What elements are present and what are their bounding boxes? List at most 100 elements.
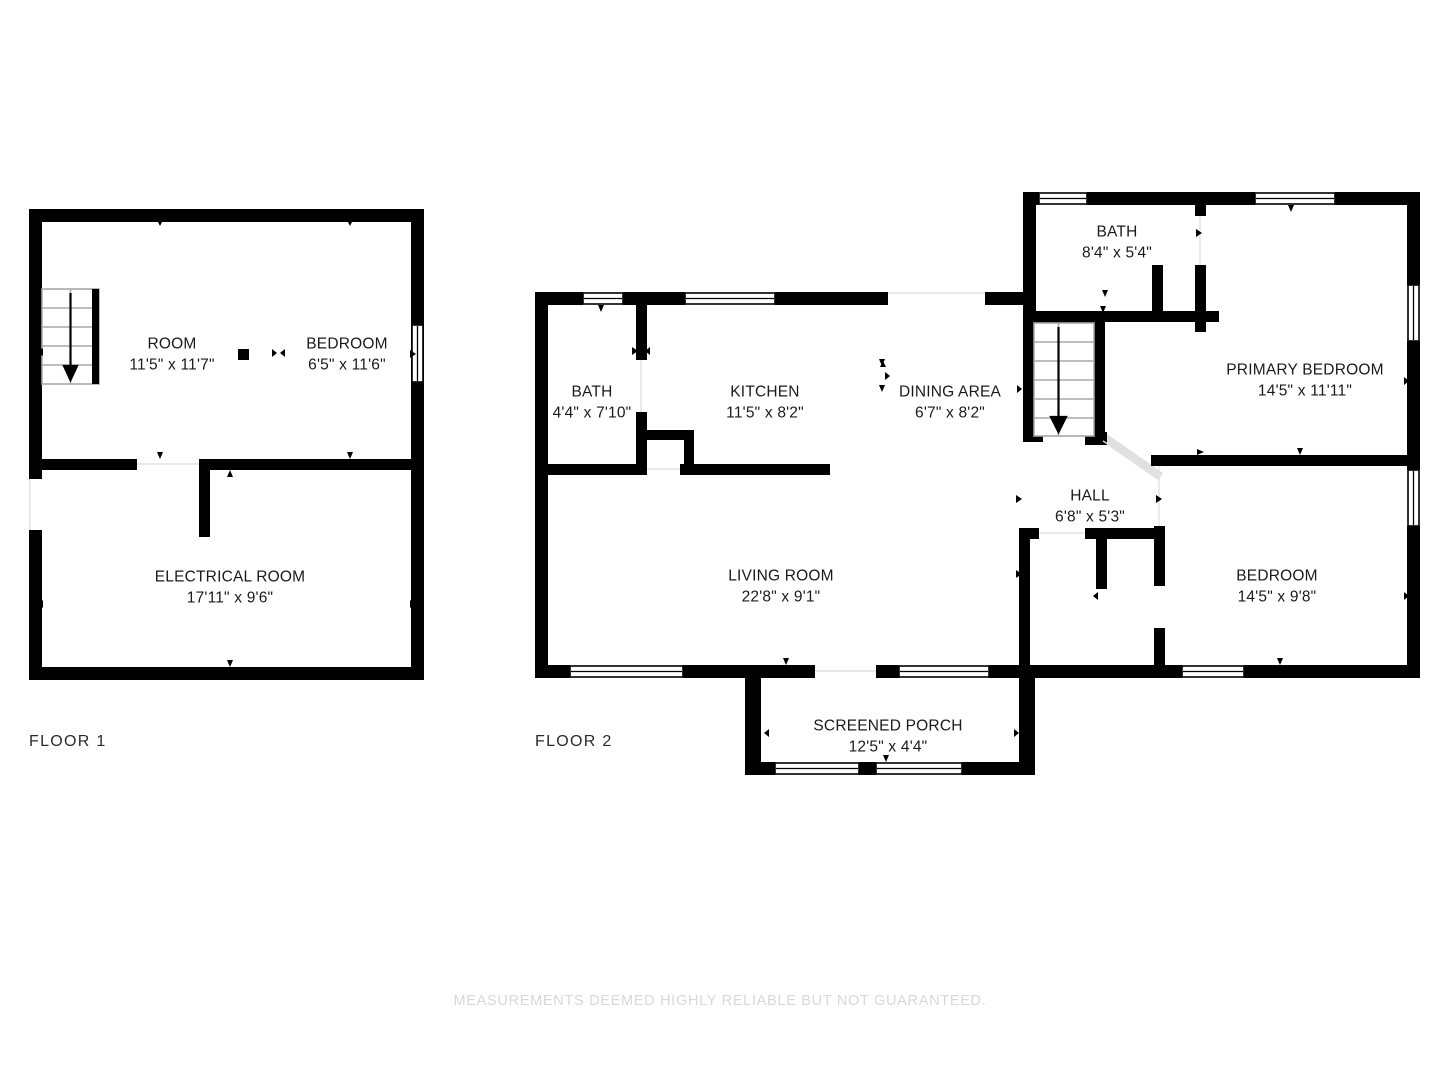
floor2-staircase [1033,322,1095,437]
room-name-bath-2: BATH [571,383,613,401]
floor1-marker-div-2 [347,452,353,459]
floor1-marker-right-1 [410,350,416,358]
floor1-wall-left-lower [29,530,42,680]
room-label-bath-2: BATH 4'4" x 7'10" [553,382,632,423]
floor1-marker-top-1 [157,220,163,226]
floor2-bath-divider-upper [1195,192,1206,216]
room-label-living-room: LIVING ROOM 22'8" x 9'1" [728,566,834,607]
floor1-wall-bottom [29,667,424,680]
floor2-bedroom-wall-stub [1154,628,1165,672]
floor2-stair-wall-right [1094,314,1105,440]
floor2-bath-kitchen-wall-lower [636,412,647,472]
floor-2-caption: FLOOR 2 [535,733,613,750]
room-label-bath-primary: BATH 8'4" x 5'4" [1082,222,1152,263]
room-name-screened-porch: SCREENED PORCH [813,717,963,735]
floor2-porch-wall-left-lower [745,678,761,775]
floor2-porch-wall-right [1019,678,1035,775]
floor1-wall-right [411,209,424,680]
room-label-electrical-room: ELECTRICAL ROOM 17'11" x 9'6" [155,567,306,608]
floor2-marker-living-left [539,570,545,578]
floor2-marker-bathR-left [1027,229,1033,237]
floor1-divider-left [29,459,137,470]
floor2-porch-wall-bottom-a [745,762,775,775]
floor2-living-wall-bottom-c [876,665,899,678]
floor-1-caption: FLOOR 1 [29,733,107,750]
floor2-marker-porch-top [893,670,899,676]
floor2-primary-bedroom-wall-bottom [1151,455,1420,466]
floor1-stair-arrow-head [62,364,79,383]
floor1-marker-left-2 [37,600,43,608]
floor2-wall-below-bath [535,464,647,475]
room-name-hall: HALL [1070,487,1110,505]
floor2-marker-bed2-right [1404,592,1409,600]
floor2-bath-wall-bottom [1023,311,1219,322]
floor2-porch-wall-bottom-b [859,762,876,775]
floor2-wall-bottom-mid [1019,665,1165,678]
floor2-marker-primary-right [1404,377,1409,385]
floor2-marker-porch-right [1014,729,1019,737]
floor2-stair-wall-left [1023,305,1034,440]
floor2-marker-hall-right [1156,495,1162,503]
room-name-dining-area: DINING AREA [898,383,1002,401]
room-name-primary-bedroom: PRIMARY BEDROOM [1226,361,1384,379]
floor2-wall-right-a [1407,192,1420,285]
floor1-column-marker [238,349,249,360]
floor1-staircase [41,288,100,385]
floor2-hall-closet-stub [1096,539,1107,589]
room-label-room: ROOM 11'5" x 11'7" [129,334,214,375]
floor2-stair-base-left [1023,432,1043,442]
room-label-dining-area: DINING AREA 6'7" x 8'2" [899,382,1001,423]
room-dims-electrical-room: 17'11" x 9'6" [186,589,274,606]
floor1-window-cap-top [411,323,424,325]
floor2-porch-wall-left-upper [745,678,761,698]
floor2-nook-wall-top [647,430,694,440]
floor1-marker-top-2 [347,220,353,226]
room-name-kitchen: KITCHEN [730,383,800,401]
room-label-screened-porch: SCREENED PORCH 12'5" x 4'4" [813,716,962,757]
floor2-hall-wall-bottom [1085,528,1165,539]
floor2-marker-bed2-left [1016,570,1022,578]
floor-2-geometry [535,192,1420,775]
floor2-diagonal-open [1102,440,1161,478]
floor2-marker-primary-bot-b [1297,448,1303,455]
floor2-bath-closet-stub [1152,265,1163,317]
floor1-marker-bottom [227,660,233,667]
room-label-kitchen: KITCHEN 11'5" x 8'2" [726,382,804,423]
floor2-marker-bathR-top [1102,290,1108,297]
floor2-right-wall-top-c [1335,192,1420,205]
room-dims-living-room: 22'8" x 9'1" [741,588,821,605]
floor1-wall-left-upper [29,209,42,479]
floor1-marker-mid-b [280,349,285,357]
floor2-marker-dining-b [880,361,886,367]
floor2-marker-stair-left [1017,385,1022,393]
floor2-bath-divider-lower [1195,265,1206,332]
floor2-marker-bath-right [632,347,638,355]
floor2-marker-primary-bot-a [1197,449,1204,455]
room-name-bath-primary: BATH [1096,223,1138,241]
floor2-marker-bath-left [539,347,545,355]
room-name-bedroom-2: BEDROOM [1236,567,1318,585]
room-name-bedroom-1: BEDROOM [306,335,388,353]
floor2-stair-arrow-head [1049,415,1068,435]
floor2-marker-primary-top [1288,205,1294,212]
room-dims-bath-2: 4'4" x 7'10" [552,404,632,421]
floor2-wall-right-b [1407,341,1420,470]
floor1-marker-div-3 [227,470,233,477]
room-label-primary-bedroom: PRIMARY BEDROOM 14'5" x 11'11" [1226,360,1383,401]
floor1-divider-right [199,459,424,470]
floor1-marker-div-1 [157,452,163,459]
floor2-marker-bathR-bottom [1100,306,1106,313]
floor2-wall-below-kitchen [680,464,830,475]
floor2-marker-dining-c [885,372,890,380]
room-dims-bedroom-1: 6'5" x 11'6" [308,356,386,373]
floor2-marker-hall-left [1016,495,1022,503]
room-dims-hall: 6'8" x 5'3" [1055,508,1125,525]
floor2-wall-left [535,292,548,678]
floor2-marker-dining-top [879,385,885,392]
floor2-wall-top-c [775,292,888,305]
floor2-living-wall-bottom-b [683,665,815,678]
floor2-hall-wall-right [1154,526,1165,586]
floor2-wall-right-c [1407,526,1420,678]
floor2-porch-wall-bottom-c [962,762,1035,775]
floor2-wall-top-b [623,292,685,305]
